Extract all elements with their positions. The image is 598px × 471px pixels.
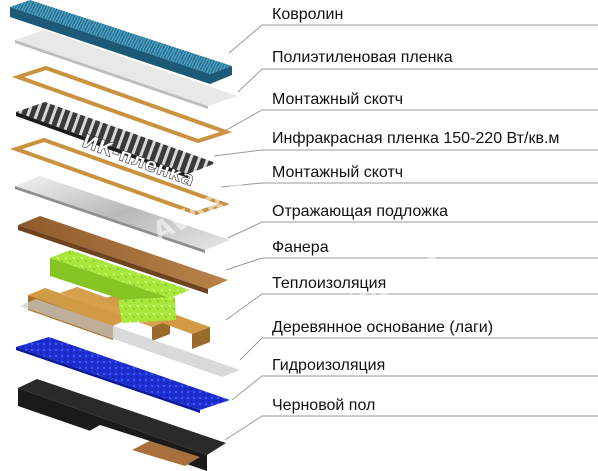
waterproofing-layer <box>16 337 230 413</box>
ir-film-layer: ИК-пленка <box>16 102 216 191</box>
label-subfloor: Черновой пол <box>272 397 376 414</box>
label-mounting-tape-1: Монтажный скотч <box>272 91 404 108</box>
mounting-tape-lower <box>9 137 231 216</box>
label-polyethylene-film: Полиэтиленовая пленка <box>272 49 453 66</box>
label-insulation: Теплоизоляция <box>272 275 387 292</box>
label-waterproofing: Гидроизоляция <box>272 357 386 374</box>
plywood-layer <box>18 216 228 294</box>
label-wooden-base: Деревянное основание (лаги) <box>272 319 494 336</box>
subfloor-layer <box>18 379 226 471</box>
reflective-layer <box>15 176 230 253</box>
label-reflective-underlay: Отражающая подложка <box>272 203 449 220</box>
insulation-layer <box>50 250 190 323</box>
leader-lines <box>213 24 598 441</box>
mounting-tape-upper <box>11 65 233 144</box>
label-ir-film: Инфракрасная пленка 150-220 Вт/кв.м <box>272 130 560 147</box>
polyethylene-film-layer <box>15 30 238 109</box>
label-mounting-tape-2: Монтажный скотч <box>272 164 404 181</box>
label-plywood: Фанера <box>272 239 329 256</box>
carpet-layer <box>10 0 232 84</box>
label-carpet: Ковролин <box>272 6 344 23</box>
